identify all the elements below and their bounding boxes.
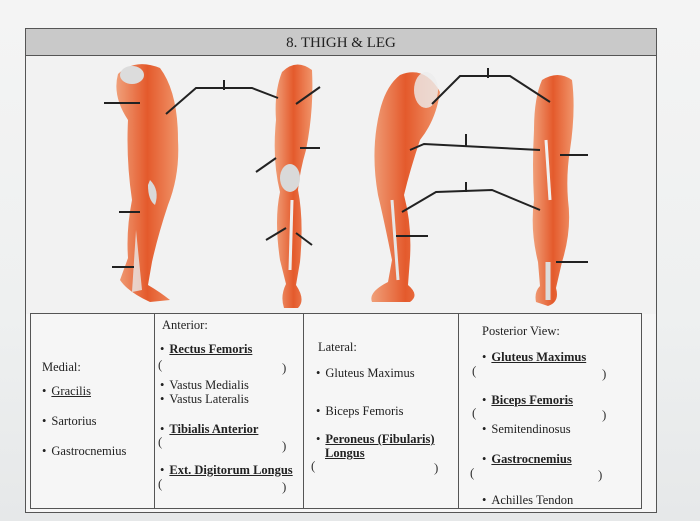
lateral-leg-figure [371, 72, 440, 302]
paren-open: ( [470, 465, 475, 480]
anterior-item-vastus-lateralis: Vastus Lateralis [160, 392, 249, 407]
posterior-item-achilles-tendon: Achilles Tendon [482, 493, 573, 508]
page-title: 8. THIGH & LEG [25, 28, 657, 56]
label-lines [104, 68, 588, 268]
paren-open: ( [311, 458, 316, 473]
anterior-item-rectus-femoris: Rectus Femoris [160, 342, 252, 357]
medial-item-gracilis: Gracilis [42, 384, 91, 399]
lateral-item-biceps-femoris: Biceps Femoris [316, 404, 403, 419]
lateral-item-gluteus-maximus: Gluteus Maximus [316, 366, 414, 381]
medial-item-sartorius: Sartorius [42, 414, 96, 429]
lateral-item-peroneus-longus: Peroneus (Fibularis) [316, 432, 434, 447]
posterior-item-semitendinosus: Semitendinosus [482, 422, 570, 437]
paren-close: ) [602, 366, 607, 381]
medial-heading: Medial: [42, 360, 81, 374]
lateral-item-peroneus-longus-line2: Longus [325, 446, 365, 460]
paren-open: ( [472, 405, 477, 420]
paren-close: ) [282, 479, 287, 494]
anterior-heading: Anterior: [162, 318, 208, 332]
posterior-leg-figure [532, 75, 574, 306]
posterior-item-biceps-femoris: Biceps Femoris [482, 393, 573, 408]
medial-leg-figure [116, 64, 179, 303]
paren-open: ( [158, 357, 163, 372]
paren-close: ) [602, 407, 607, 422]
paren-open: ( [158, 476, 163, 491]
paren-close: ) [282, 438, 287, 453]
paren-close: ) [598, 467, 603, 482]
paren-open: ( [472, 363, 477, 378]
paren-close: ) [434, 460, 439, 475]
medial-box [30, 313, 155, 509]
posterior-item-gluteus-maximus: Gluteus Maximus [482, 350, 586, 365]
posterior-item-gastrocnemius: Gastrocnemius [482, 452, 571, 467]
paren-open: ( [158, 434, 163, 449]
medial-item-gastrocnemius: Gastrocnemius [42, 444, 126, 459]
lateral-heading: Lateral: [318, 340, 357, 354]
posterior-heading: Posterior View: [482, 324, 560, 338]
paren-close: ) [282, 360, 287, 375]
anterior-item-vastus-medialis: Vastus Medialis [160, 378, 249, 393]
anterior-item-ext-digitorum-longus: Ext. Digitorum Longus [160, 463, 292, 478]
anterior-leg-figure [274, 64, 313, 308]
anterior-item-tibialis-anterior: Tibialis Anterior [160, 422, 258, 437]
posterior-box [458, 313, 642, 509]
